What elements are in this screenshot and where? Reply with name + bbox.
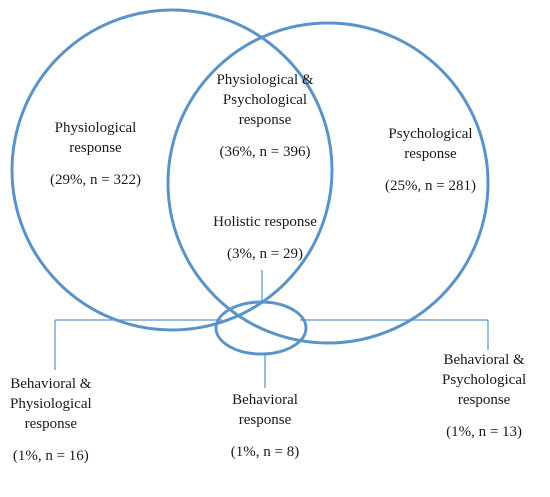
label-overlap-name2: Psychological bbox=[222, 92, 308, 108]
label-holistic-stat: (3%, n = 29) bbox=[227, 246, 303, 262]
behavioral-ellipse bbox=[214, 300, 308, 356]
label-physiological-name2: response bbox=[69, 140, 122, 156]
label-bpsy-name3: response bbox=[457, 392, 511, 408]
label-bp-name2: Physiological bbox=[10, 396, 92, 412]
label-overlap-stat: (36%, n = 396) bbox=[219, 144, 311, 160]
label-overlap-name3: response bbox=[238, 112, 292, 128]
psychological-circle bbox=[166, 21, 490, 345]
label-bp-name1: Behavioral & bbox=[10, 376, 92, 392]
label-physiological-stat: (29%, n = 322) bbox=[50, 172, 141, 188]
label-physiological: Physiological response (29%, n = 322) bbox=[50, 118, 141, 190]
label-behavioral-psychological: Behavioral & Psychological response (1%,… bbox=[442, 350, 526, 442]
label-psychological-name2: response bbox=[404, 146, 457, 162]
label-holistic: Holistic response (3%, n = 29) bbox=[205, 212, 325, 264]
label-bp-stat: (1%, n = 16) bbox=[12, 448, 89, 464]
label-behavioral: Behavioral response (1%, n = 8) bbox=[225, 390, 305, 462]
label-overlap-name1: Physiological & bbox=[216, 72, 314, 88]
label-behavioral-physiological: Behavioral & Physiological response (1%,… bbox=[10, 374, 92, 466]
label-behavioral-name2: response bbox=[238, 412, 292, 428]
label-behavioral-name1: Behavioral bbox=[232, 392, 298, 408]
label-bpsy-name2: Psychological bbox=[442, 372, 527, 388]
label-bpsy-name1: Behavioral & bbox=[443, 352, 525, 368]
label-bpsy-stat: (1%, n = 13) bbox=[446, 424, 523, 440]
label-bp-name3: response bbox=[24, 416, 78, 432]
label-holistic-name1: Holistic response bbox=[213, 214, 317, 230]
label-psychological-name1: Psychological bbox=[388, 126, 473, 142]
label-behavioral-stat: (1%, n = 8) bbox=[230, 444, 300, 460]
label-physiological-name1: Physiological bbox=[54, 120, 137, 136]
physiological-circle bbox=[10, 8, 334, 332]
label-psychological-stat: (25%, n = 281) bbox=[385, 178, 476, 194]
label-overlap: Physiological & Psychological response (… bbox=[205, 70, 325, 162]
label-psychological: Psychological response (25%, n = 281) bbox=[385, 124, 476, 196]
